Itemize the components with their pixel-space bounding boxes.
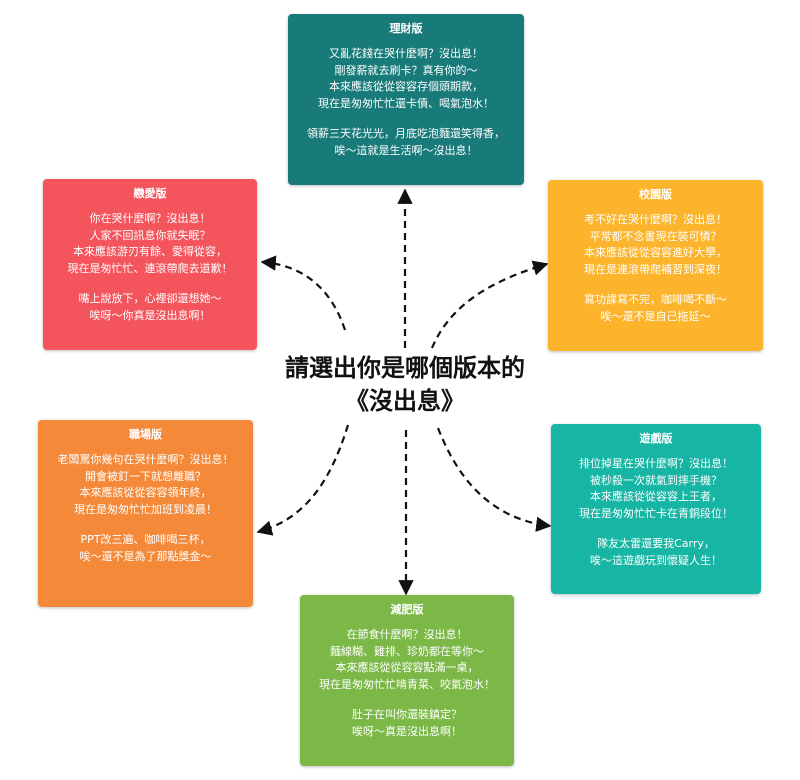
- card-campus: 校園版 考不好在哭什麼啊？沒出息！ 平常都不念書現在裝可憐？ 本來應該從從容容進…: [548, 180, 763, 351]
- center-title-line1: 請選出你是哪個版本的: [285, 354, 525, 382]
- card-game-line: 現在是匆匆忙忙卡在青銅段位！: [579, 506, 733, 520]
- card-love-line: 嘴上說放下，心裡卻還想她～: [78, 292, 222, 305]
- card-finance-line: 唉～這就是生活啊～沒出息！: [334, 143, 478, 157]
- card-work-line: 現在是匆匆忙忙加班到凌晨！: [74, 502, 217, 516]
- card-finance: 理財版 又亂花錢在哭什麼啊？沒出息！ 剛發薪就去刷卡？真有你的～ 本來應該從從容…: [288, 14, 524, 185]
- card-work-line: 本來應該從從容容領年終，: [79, 486, 212, 499]
- card-game-line: 唉～這遊戲玩到懷疑人生！: [590, 553, 722, 567]
- card-work-line: 唉～還不是為了那點獎金～: [79, 549, 212, 563]
- card-love-line: 現在是匆忙忙、連滾帶爬去道歉！: [67, 261, 233, 275]
- arrow-to-campus: [430, 260, 549, 349]
- card-diet-line: 唉呀～真是沒出息啊！: [352, 724, 462, 738]
- arrow-to-love: [260, 255, 347, 331]
- card-campus-line: 唉～還不是自己拖延～: [600, 309, 711, 323]
- card-game-line: 排位掉星在哭什麼啊？沒出息！: [579, 457, 733, 470]
- card-love-line: 你在哭什麼啊？沒出息！: [89, 212, 211, 225]
- card-finance-line: 剛發薪就去刷卡？真有你的～: [334, 63, 478, 77]
- card-campus-line: 考不好在哭什麼啊？沒出息！: [584, 213, 727, 226]
- card-game-line: 本來應該從從容容上王者，: [590, 490, 722, 503]
- card-campus-title: 校園版: [639, 188, 672, 201]
- card-work-line: PPT改三遍、咖啡喝三杯，: [80, 533, 211, 546]
- card-diet-line: 在節食什麼啊？沒出息！: [346, 628, 468, 641]
- card-finance-line: 領薪三天花光光，月底吃泡麵還笑得香，: [307, 127, 505, 140]
- card-campus-line: 現在是連滾帶爬補習到深夜！: [584, 262, 727, 276]
- card-love-title: 戀愛版: [133, 187, 167, 200]
- card-love-line: 本來應該游刃有餘、愛得從容，: [73, 245, 227, 258]
- card-game: 遊戲版 排位掉星在哭什麼啊？沒出息！ 被秒殺一次就氣到摔手機？ 本來應該從從容容…: [551, 424, 761, 594]
- card-diet: 減肥版 在節食什麼啊？沒出息！ 麵線糊、雞排、珍奶都在等你～ 本來應該從從容容點…: [300, 595, 514, 766]
- card-work-title: 職場版: [129, 428, 162, 441]
- card-finance-line: 現在是匆匆忙忙還卡債、喝氣泡水！: [318, 96, 494, 110]
- center-question: 請選出你是哪個版本的 《沒出息》: [250, 352, 560, 418]
- card-work-line: 開會被釘一下就想離職？: [85, 469, 206, 483]
- arrow-to-game: [436, 427, 552, 532]
- card-game-title: 遊戲版: [639, 432, 673, 445]
- card-campus-line: 本來應該從從容容進好大學，: [584, 246, 727, 259]
- card-diet-line: 現在是匆匆忙忙啃青菜、咬氣泡水！: [319, 677, 495, 691]
- card-campus-line: 寫功課寫不完，咖啡喝不斷～: [584, 293, 727, 306]
- card-work-line: 老闆罵你幾句在哭什麼啊？沒出息！: [57, 453, 234, 466]
- card-campus-line: 平常都不念書現在裝可憐？: [589, 229, 722, 243]
- card-game-line: 被秒殺一次就氣到摔手機？: [590, 473, 722, 487]
- card-finance-line: 又亂花錢在哭什麼啊？沒出息！: [329, 47, 483, 60]
- card-finance-title: 理財版: [389, 22, 423, 35]
- card-diet-line: 本來應該從從容容點滿一桌，: [335, 661, 479, 674]
- card-finance-line: 本來應該從從容容存個頭期款，: [329, 80, 483, 93]
- card-diet-line: 麵線糊、雞排、珍奶都在等你～: [330, 644, 484, 658]
- arrow-to-work: [256, 424, 350, 536]
- card-love: 戀愛版 你在哭什麼啊？沒出息！ 人家不回訊息你就失眠？ 本來應該游刃有餘、愛得從…: [43, 179, 257, 350]
- card-game-line: 隊友太雷還要我Carry，: [597, 537, 715, 550]
- card-diet-line: 肚子在叫你還裝鎮定？: [352, 708, 462, 721]
- card-work: 職場版 老闆罵你幾句在哭什麼啊？沒出息！ 開會被釘一下就想離職？ 本來應該從從容…: [38, 420, 253, 607]
- card-love-line: 人家不回訊息你就失眠？: [89, 228, 211, 242]
- card-diet-title: 減肥版: [390, 603, 424, 616]
- card-love-line: 唉呀～你真是沒出息啊！: [89, 308, 211, 322]
- center-title-line2: 《沒出息》: [345, 387, 465, 415]
